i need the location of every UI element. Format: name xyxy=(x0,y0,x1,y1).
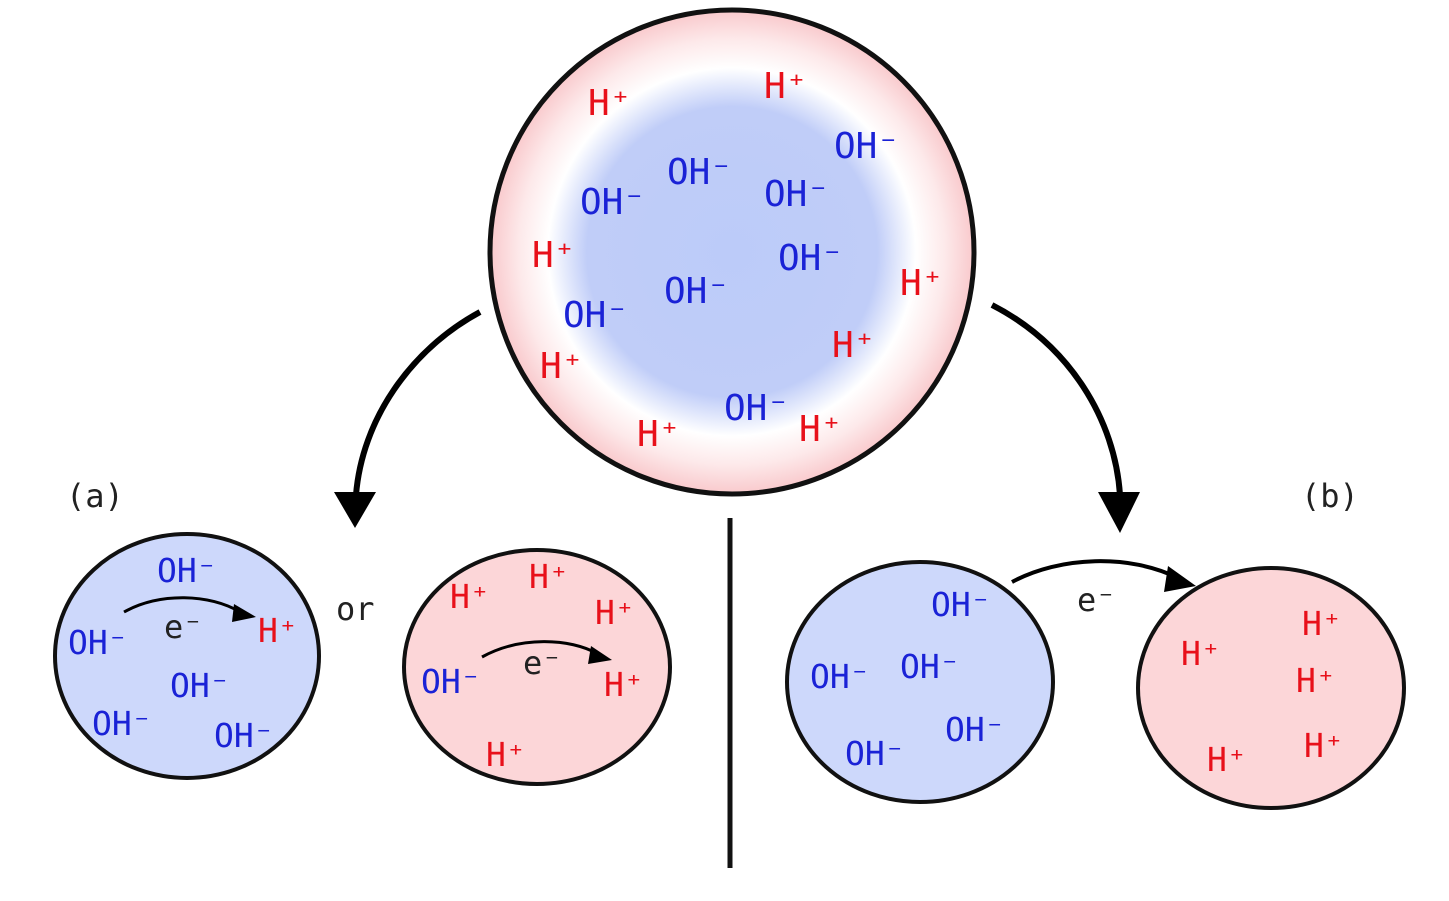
oh-ion: OH⁻ xyxy=(214,716,274,755)
electron-transfer-arrow-b: e⁻ xyxy=(1011,559,1196,619)
oh-ion: OH⁻ xyxy=(931,585,991,624)
h-ion: H⁺ xyxy=(450,577,490,616)
split-arrow-left xyxy=(334,309,482,528)
large-droplet-ions: H⁺ H⁺ OH⁻ OH⁻ OH⁻ OH⁻ H⁺ OH⁻ H⁺ OH⁻ OH⁻ … xyxy=(532,66,943,455)
oh-ion: OH⁻ xyxy=(667,152,732,193)
electron-label: e⁻ xyxy=(164,608,203,646)
electron-transfer-arrow xyxy=(123,596,256,622)
oh-ion: OH⁻ xyxy=(834,126,899,167)
label-a: (a) xyxy=(66,477,124,515)
electron-label: e⁻ xyxy=(523,644,562,682)
h-ion: H⁺ xyxy=(604,665,644,704)
h-ion: H⁺ xyxy=(529,557,569,596)
or-label: or xyxy=(336,590,375,628)
oh-ion: OH⁻ xyxy=(664,271,729,312)
oh-ion: OH⁻ xyxy=(724,388,789,429)
oh-ion: OH⁻ xyxy=(845,734,905,773)
droplet-a2-acidic: H⁺ H⁺ H⁺ OH⁻ e⁻ H⁺ H⁺ xyxy=(402,548,672,786)
droplet-b1-basic: OH⁻ OH⁻ OH⁻ OH⁻ OH⁻ xyxy=(785,560,1055,804)
droplet-a1-basic: OH⁻ OH⁻ e⁻ H⁺ OH⁻ OH⁻ OH⁻ xyxy=(53,532,321,780)
oh-ion: OH⁻ xyxy=(92,704,152,743)
split-arrow-right xyxy=(990,302,1140,533)
h-ion: H⁺ xyxy=(588,83,631,124)
oh-ion: OH⁻ xyxy=(157,551,217,590)
oh-ion: OH⁻ xyxy=(945,710,1005,749)
electron-transfer-arrow xyxy=(481,640,612,664)
label-b: (b) xyxy=(1301,477,1359,515)
h-ion: H⁺ xyxy=(1302,604,1342,643)
h-ion: H⁺ xyxy=(258,611,298,650)
h-ion: H⁺ xyxy=(637,414,680,455)
droplet-b2-acidic: H⁺ H⁺ H⁺ H⁺ H⁺ xyxy=(1136,566,1406,810)
oh-ion: OH⁻ xyxy=(900,647,960,686)
oh-ion: OH⁻ xyxy=(421,662,481,701)
oh-ion: OH⁻ xyxy=(764,174,829,215)
oh-ion: OH⁻ xyxy=(170,666,230,705)
h-ion: H⁺ xyxy=(900,263,943,304)
h-ion: H⁺ xyxy=(764,66,807,107)
large-droplet-body xyxy=(487,7,977,497)
large-droplet: H⁺ H⁺ OH⁻ OH⁻ OH⁻ OH⁻ H⁺ OH⁻ H⁺ OH⁻ OH⁻ … xyxy=(487,7,977,497)
h-ion: H⁺ xyxy=(1296,661,1336,700)
oh-ion: OH⁻ xyxy=(563,295,628,336)
h-ion: H⁺ xyxy=(540,346,583,387)
oh-ion: OH⁻ xyxy=(68,623,128,662)
oh-ion: OH⁻ xyxy=(810,657,870,696)
h-ion: H⁺ xyxy=(1207,740,1247,779)
h-ion: H⁺ xyxy=(1181,634,1221,673)
electron-label: e⁻ xyxy=(1077,581,1116,619)
oh-ion: OH⁻ xyxy=(778,238,843,279)
h-ion: H⁺ xyxy=(595,593,635,632)
h-ion: H⁺ xyxy=(1304,726,1344,765)
h-ion: H⁺ xyxy=(532,235,575,276)
oh-ion: OH⁻ xyxy=(580,182,645,223)
h-ion: H⁺ xyxy=(799,409,842,450)
h-ion: H⁺ xyxy=(832,325,875,366)
h-ion: H⁺ xyxy=(486,735,526,774)
